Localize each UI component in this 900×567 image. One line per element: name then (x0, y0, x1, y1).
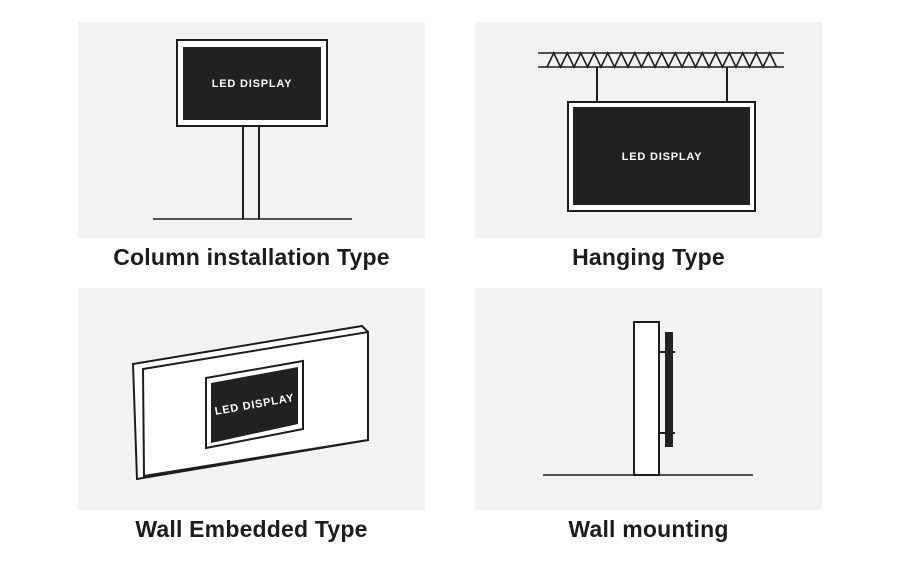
wall-embedded-diagram: LED DISPLAY (131, 324, 369, 481)
column-installation-panel: LED DISPLAY (78, 22, 425, 238)
cell-wall-mounting: Wall mounting (475, 288, 822, 544)
led-screen (211, 367, 298, 443)
hanging-panel: LED DISPLAY (475, 22, 822, 238)
led-screen (183, 47, 321, 120)
led-screen (573, 107, 750, 205)
hanging-diagram: LED DISPLAY (538, 51, 784, 212)
wall-embedded-panel: LED DISPLAY (78, 288, 425, 510)
caption-column-installation: Column installation Type (113, 244, 390, 270)
wall-mounting-panel (475, 288, 822, 510)
cell-hanging: LED DISPLAY Hanging Type (475, 22, 822, 272)
wall-mounting-diagram (543, 321, 753, 476)
led-screen-side (665, 332, 673, 447)
led-display-label: LED DISPLAY (622, 151, 703, 163)
wall-side-view (633, 321, 660, 476)
truss-icon (538, 51, 784, 69)
column-installation-diagram: LED DISPLAY (153, 39, 352, 220)
caption-hanging: Hanging Type (572, 244, 725, 270)
cell-column-installation: LED DISPLAY Column installation Type (78, 22, 425, 272)
led-display-label: LED DISPLAY (212, 78, 293, 90)
truss-zigzag (546, 51, 778, 69)
caption-wall-mounting: Wall mounting (568, 516, 729, 542)
cell-wall-embedded: LED DISPLAY Wall Embedded Type (78, 288, 425, 544)
caption-wall-embedded: Wall Embedded Type (135, 516, 368, 542)
